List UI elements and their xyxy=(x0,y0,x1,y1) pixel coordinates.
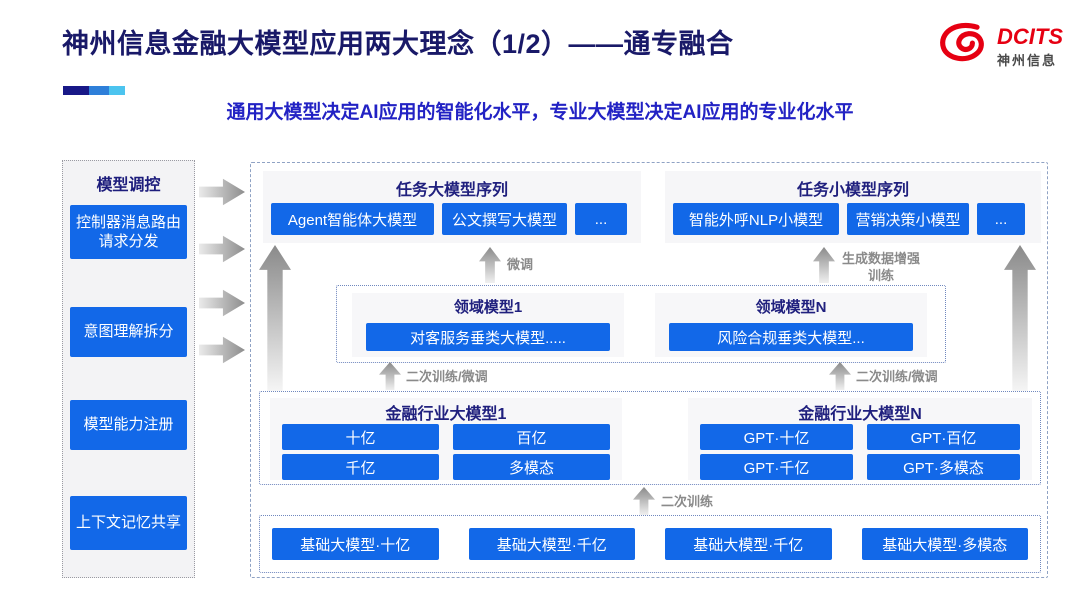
model-chip: GPT·千亿 xyxy=(700,454,853,480)
main-diagram: 任务大模型序列 Agent智能体大模型 公文撰写大模型 ... 任务小模型序列 … xyxy=(250,162,1048,578)
model-chip: 基础大模型·千亿 xyxy=(468,528,635,560)
arrow-up-icon xyxy=(1004,245,1036,391)
model-chip: GPT·多模态 xyxy=(867,454,1020,480)
task-small-model-group: 任务小模型序列 智能外呼NLP小模型 营销决策小模型 ... xyxy=(665,171,1041,243)
model-chip-ellipsis: ... xyxy=(575,203,627,235)
industry-models-container: 金融行业大模型1 十亿 百亿 千亿 多模态 金融行业大模型N GPT·十亿 GP… xyxy=(259,391,1041,485)
logo-text: DCITS 神州信息 xyxy=(997,26,1063,69)
domain-models-container: 领域模型1 对客服务垂类大模型..... 领域模型N 风险合规垂类大模型... xyxy=(336,285,946,363)
task-large-model-group: 任务大模型序列 Agent智能体大模型 公文撰写大模型 ... xyxy=(263,171,641,243)
model-chip: 基础大模型·多模态 xyxy=(861,528,1028,560)
title-accent-bar xyxy=(63,86,125,95)
domain-model-1-group: 领域模型1 对客服务垂类大模型..... xyxy=(352,293,624,357)
group-title: 领域模型1 xyxy=(453,299,523,316)
dcits-swirl-icon xyxy=(936,20,992,73)
model-chip: 百亿 xyxy=(453,424,610,450)
task-large-model-row: Agent智能体大模型 公文撰写大模型 ... xyxy=(271,203,627,235)
model-chip: GPT·百亿 xyxy=(867,424,1020,450)
model-chip: 智能外呼NLP小模型 xyxy=(673,203,839,235)
arrow-up-icon xyxy=(479,247,501,283)
base-models-container: 基础大模型·十亿 基础大模型·千亿 基础大模型·千亿 基础大模型·多模态 xyxy=(259,515,1041,573)
arrow-up-icon xyxy=(813,247,835,283)
model-chip: 多模态 xyxy=(453,454,610,480)
gen-data-training-label: 生成数据增强训练 xyxy=(841,251,920,283)
arrow-up-icon xyxy=(379,362,401,390)
industry-model-grid: 十亿 百亿 千亿 多模态 xyxy=(282,424,610,480)
group-title: 金融行业大模型N xyxy=(798,406,922,423)
sidebar-model-control-panel: 模型调控 控制器消息路由请求分发 意图理解拆分 模型能力注册 上下文记忆共享 xyxy=(62,160,195,578)
group-title: 领域模型N xyxy=(755,299,827,316)
model-chip: 基础大模型·千亿 xyxy=(665,528,832,560)
sidebar-item-capability-register: 模型能力注册 xyxy=(70,400,187,450)
model-chip: GPT·十亿 xyxy=(700,424,853,450)
model-chip: 对客服务垂类大模型..... xyxy=(366,323,610,351)
page-title: 神州信息金融大模型应用两大理念（1/2）——通专融合 xyxy=(62,29,734,59)
arrow-right-icon xyxy=(199,336,245,364)
sidebar-item-message-routing: 控制器消息路由请求分发 xyxy=(70,205,187,259)
sidebar-item-context-share: 上下文记忆共享 xyxy=(70,496,187,550)
slide-subtitle: 通用大模型决定AI应用的智能化水平，专业大模型决定AI应用的专业化水平 xyxy=(226,102,854,123)
logo-brand: DCITS xyxy=(997,24,1063,49)
model-chip: 公文撰写大模型 xyxy=(442,203,567,235)
finetune-label: 微调 xyxy=(507,257,534,272)
sidebar-title: 模型调控 xyxy=(96,177,161,194)
arrow-up-icon xyxy=(259,245,291,391)
model-chip: 千亿 xyxy=(282,454,439,480)
arrow-right-icon xyxy=(199,235,245,263)
task-small-model-row: 智能外呼NLP小模型 营销决策小模型 ... xyxy=(673,203,1025,235)
model-chip: 风险合规垂类大模型... xyxy=(669,323,913,351)
secondary-finetune-label: 二次训练/微调 xyxy=(406,369,488,384)
secondary-training-label: 二次训练 xyxy=(661,494,714,509)
sidebar-item-intent-split: 意图理解拆分 xyxy=(70,307,187,357)
model-chip-ellipsis: ... xyxy=(977,203,1025,235)
logo-brand-cn: 神州信息 xyxy=(997,53,1058,68)
arrow-up-icon xyxy=(829,362,851,390)
model-chip: 十亿 xyxy=(282,424,439,450)
group-title: 任务大模型序列 xyxy=(395,182,508,199)
secondary-finetune-label: 二次训练/微调 xyxy=(856,369,938,384)
arrow-right-icon xyxy=(199,178,245,206)
industry-model-n-group: 金融行业大模型N GPT·十亿 GPT·百亿 GPT·千亿 GPT·多模态 xyxy=(688,398,1032,480)
industry-model-1-group: 金融行业大模型1 十亿 百亿 千亿 多模态 xyxy=(270,398,622,480)
model-chip: 营销决策小模型 xyxy=(847,203,969,235)
industry-model-grid: GPT·十亿 GPT·百亿 GPT·千亿 GPT·多模态 xyxy=(700,424,1020,480)
model-chip: Agent智能体大模型 xyxy=(271,203,434,235)
dcits-logo: DCITS 神州信息 xyxy=(936,20,1063,73)
group-title: 金融行业大模型1 xyxy=(385,406,507,423)
arrow-right-icon xyxy=(199,289,245,317)
domain-model-n-group: 领域模型N 风险合规垂类大模型... xyxy=(655,293,927,357)
group-title: 任务小模型序列 xyxy=(796,182,909,199)
arrow-up-icon xyxy=(633,487,655,515)
model-chip: 基础大模型·十亿 xyxy=(272,528,439,560)
